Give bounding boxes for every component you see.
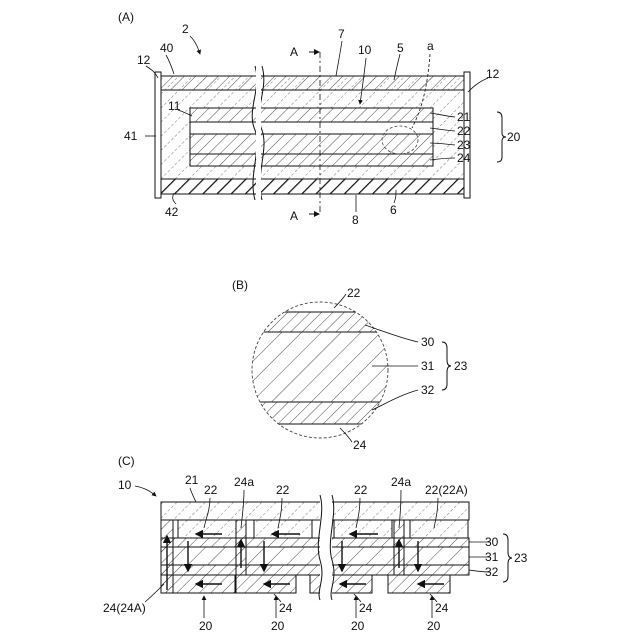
ref-41: 41	[124, 129, 138, 143]
ref-23-b: 23	[454, 359, 468, 373]
ref-24-24A: 24(24A)	[103, 601, 146, 615]
top-label: 24a	[391, 475, 411, 489]
ref-30-c: 30	[485, 535, 499, 549]
layer-23	[190, 134, 433, 154]
layer-6	[160, 179, 465, 194]
layer-31-c	[161, 547, 469, 565]
layer-31	[250, 332, 390, 402]
ref-a: a	[427, 39, 434, 53]
ref-24-b: 24	[353, 438, 367, 452]
ref-32-c: 32	[485, 565, 499, 579]
ref-20: 20	[507, 130, 521, 144]
bottom-20: 20	[271, 619, 285, 633]
ref-30-b: 30	[421, 335, 435, 349]
ref-21-c: 21	[185, 473, 199, 487]
layer-30	[250, 312, 390, 332]
figure-b: (B) 22 30 31 32 23 24	[232, 278, 468, 452]
layer-32-c	[161, 565, 469, 575]
ref-42: 42	[165, 205, 179, 219]
layer-30-c	[161, 538, 469, 547]
ref-5: 5	[397, 41, 404, 55]
bottom-24: 24	[359, 601, 373, 615]
brace-20	[497, 112, 506, 162]
brace-23	[442, 342, 451, 390]
ref-6: 6	[390, 203, 397, 217]
brace-23-c	[503, 534, 512, 582]
ref-11: 11	[168, 99, 181, 113]
top-label: 22(22A)	[425, 483, 468, 497]
ref-12-right: 12	[486, 67, 500, 81]
figure-c: (C) 10	[103, 454, 528, 633]
ref-12-left: 12	[137, 53, 151, 67]
ref-10: 10	[358, 43, 372, 57]
panel-label-c: (C)	[118, 454, 135, 468]
ref-8: 8	[352, 213, 359, 227]
ref-23: 23	[457, 138, 471, 152]
layer-21	[190, 108, 433, 122]
ref-10-c: 10	[118, 478, 132, 492]
bottom-24: 24	[279, 601, 293, 615]
ref-22: 22	[457, 124, 471, 138]
ref-23-c: 23	[514, 551, 528, 565]
ref-40: 40	[160, 41, 174, 55]
ref-32-b: 32	[421, 383, 435, 397]
layer-22	[190, 122, 433, 134]
ref-22-b: 22	[347, 286, 361, 300]
panel-label-a: (A)	[118, 10, 134, 24]
top-label: 22	[204, 483, 218, 497]
ref-24: 24	[457, 151, 471, 165]
bottom-24: 24	[435, 601, 449, 615]
section-label-top: A	[290, 45, 298, 59]
top-label: 22	[354, 483, 368, 497]
ref-2: 2	[182, 22, 189, 36]
top-label: 24a	[234, 475, 254, 489]
layer-21-c	[161, 502, 469, 520]
bottom-20: 20	[427, 619, 441, 633]
section-label-bottom: A	[290, 209, 298, 223]
layer-32	[250, 402, 390, 424]
layer-24	[190, 154, 433, 166]
panel-label-b: (B)	[232, 278, 248, 292]
ref-31-c: 31	[485, 550, 499, 564]
ref-7: 7	[338, 27, 345, 41]
layer-5	[160, 76, 465, 90]
ref-21: 21	[457, 110, 471, 124]
bottom-20: 20	[199, 619, 213, 633]
top-label: 22	[276, 483, 290, 497]
figure-a: (A)	[118, 10, 521, 227]
ref-31-b: 31	[421, 359, 435, 373]
bottom-20: 20	[351, 619, 365, 633]
left-electrode-41	[155, 72, 161, 198]
